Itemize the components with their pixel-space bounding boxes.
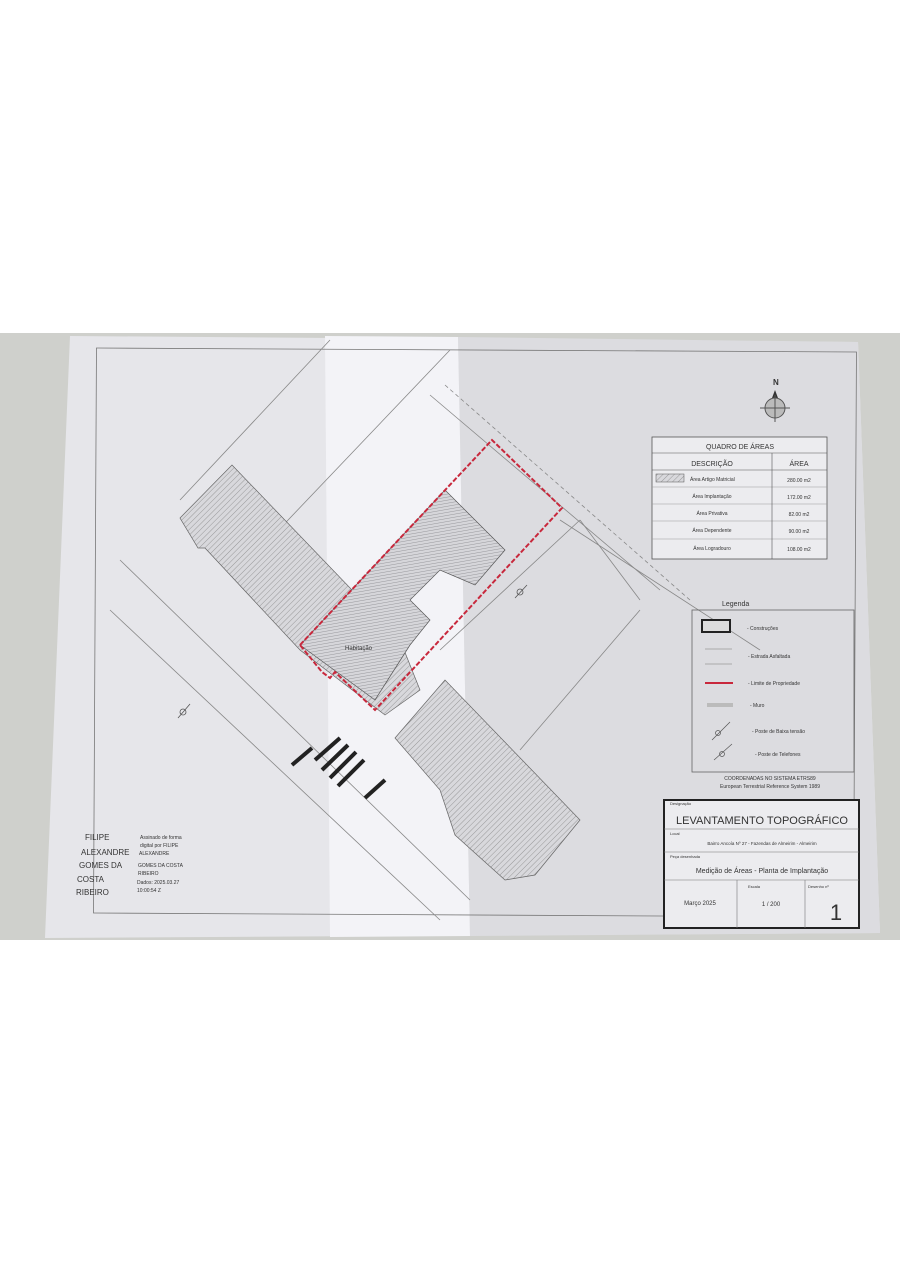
svg-text:GOMES DA COSTA: GOMES DA COSTA xyxy=(138,863,184,869)
svg-text:European Terrestrial Reference: European Terrestrial Reference System 19… xyxy=(720,784,820,790)
svg-text:Área Privativa: Área Privativa xyxy=(696,510,727,517)
svg-text:1 / 200: 1 / 200 xyxy=(762,902,781,908)
building-neighbor-right xyxy=(394,679,581,881)
svg-text:Escala: Escala xyxy=(748,884,761,889)
areas-table-title: QUADRO DE ÁREAS xyxy=(706,442,774,451)
svg-text:Designação: Designação xyxy=(670,801,692,806)
svg-text:- Limite de Propriedade: - Limite de Propriedade xyxy=(748,681,800,687)
svg-text:Área Logradouro: Área Logradouro xyxy=(693,545,731,552)
svg-text:Local: Local xyxy=(670,831,680,836)
building-habitacao xyxy=(299,489,506,701)
areas-table: QUADRO DE ÁREAS DESCRIÇÃO ÁREA Área Arti… xyxy=(651,436,828,560)
svg-text:108.00 m2: 108.00 m2 xyxy=(787,547,811,553)
legend-title: Legenda xyxy=(722,601,749,608)
svg-text:280.00 m2: 280.00 m2 xyxy=(787,478,811,484)
svg-text:Peça desenhada: Peça desenhada xyxy=(670,854,701,859)
svg-text:Assinado de forma: Assinado de forma xyxy=(140,835,182,841)
svg-text:Bairro Ancoía Nº 27 - Fazendas: Bairro Ancoía Nº 27 - Fazendas de Almeir… xyxy=(707,841,816,846)
svg-text:90.00 m2: 90.00 m2 xyxy=(789,529,810,535)
crosswalk xyxy=(290,736,387,800)
pole-icon xyxy=(711,721,731,741)
svg-text:digital por FILIPE: digital por FILIPE xyxy=(140,843,179,849)
svg-text:ÁREA: ÁREA xyxy=(789,459,808,468)
svg-text:- Poste de Telefones: - Poste de Telefones xyxy=(755,752,801,758)
svg-text:N: N xyxy=(773,378,779,387)
sheet-number: 1 xyxy=(830,900,842,925)
svg-text:ALEXANDRE: ALEXANDRE xyxy=(139,851,170,857)
svg-text:COORDENADAS NO SISTEMA ETRS89: COORDENADAS NO SISTEMA ETRS89 xyxy=(724,776,816,782)
svg-text:Área Artigo Matricial: Área Artigo Matricial xyxy=(690,476,735,483)
svg-text:GOMES DA: GOMES DA xyxy=(79,861,123,870)
title-block: Designação LEVANTAMENTO TOPOGRÁFICO Loca… xyxy=(663,799,860,929)
svg-text:- Construções: - Construções xyxy=(747,626,779,632)
road-lines xyxy=(109,339,761,921)
svg-text:FILIPE: FILIPE xyxy=(85,833,109,842)
north-arrow-icon: N xyxy=(760,378,790,422)
svg-text:- Poste de Baixa tensão: - Poste de Baixa tensão xyxy=(752,729,805,735)
svg-text:DESCRIÇÃO: DESCRIÇÃO xyxy=(691,459,733,468)
legend: Legenda - Construções - Estrada Asfaltad… xyxy=(691,601,855,790)
svg-text:COSTA: COSTA xyxy=(77,875,105,884)
svg-text:Desenho nº: Desenho nº xyxy=(808,884,829,889)
svg-text:172.00 m2: 172.00 m2 xyxy=(787,495,811,501)
svg-text:- Muro: - Muro xyxy=(750,703,765,709)
svg-text:ALEXANDRE: ALEXANDRE xyxy=(81,848,129,857)
svg-text:Março 2025: Março 2025 xyxy=(684,901,716,907)
building-label: Habitação xyxy=(345,646,373,652)
property-limit xyxy=(298,438,564,712)
svg-text:82.00 m2: 82.00 m2 xyxy=(789,512,810,518)
svg-text:Dados: 2025.03.27: Dados: 2025.03.27 xyxy=(137,880,179,886)
drawing-frame xyxy=(93,347,857,918)
svg-text:- Estrada Asfaltada: - Estrada Asfaltada xyxy=(748,654,790,660)
svg-text:RIBEIRO: RIBEIRO xyxy=(138,871,159,877)
svg-text:Medição de Áreas - Planta de I: Medição de Áreas - Planta de Implantação xyxy=(696,866,828,875)
svg-text:10:00:54 Z: 10:00:54 Z xyxy=(137,888,161,894)
svg-text:RIBEIRO: RIBEIRO xyxy=(76,888,109,897)
digital-signature: FILIPE ALEXANDRE GOMES DA COSTA RIBEIRO … xyxy=(76,833,184,897)
pole-icon xyxy=(177,584,528,719)
pole-icon xyxy=(713,743,733,761)
document-title: LEVANTAMENTO TOPOGRÁFICO xyxy=(676,814,848,827)
svg-text:Área Dependente: Área Dependente xyxy=(692,527,731,534)
svg-text:Área Implantação: Área Implantação xyxy=(692,493,731,500)
